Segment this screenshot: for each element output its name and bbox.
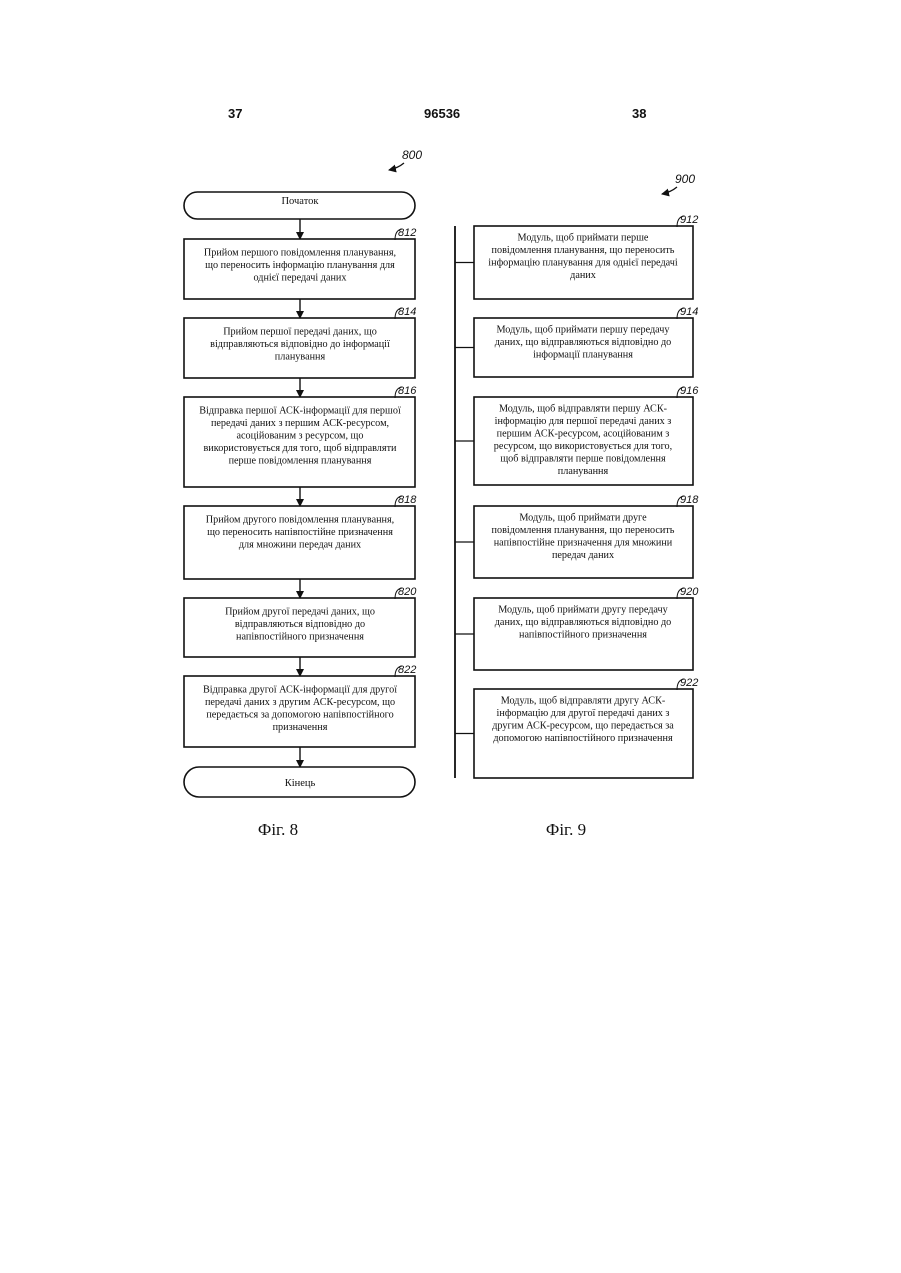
step-ref-label: 816 [398,385,417,397]
step-ref-label: 822 [398,664,416,676]
module-text: Модуль, щоб приймати другу передачу [498,605,668,616]
module-text: напівпостійне призначення для множини [494,538,673,549]
module-text: Модуль, щоб відправляти першу АСК- [499,404,668,415]
step-text: Прийом другого повідомлення планування, [206,515,394,526]
module-text: другим АСК-ресурсом, що передається за [492,721,674,732]
step-text: передачі даних з першим АСК-ресурсом, [211,418,389,429]
module-text: інформацію для першої передачі даних з [495,416,672,427]
step-text: що переносить напівпостійне призначення [207,527,393,538]
step-text: однієї передачі даних [254,273,347,284]
step-text: перше повідомлення планування [229,456,372,467]
step-text: Прийом першої передачі даних, що [223,327,377,338]
module-ref-label: 918 [680,494,699,506]
step-text: що переносить інформацію планування для [205,260,395,271]
module-text: допомогою напівпостійного призначення [493,733,673,744]
end-label: Кінець [285,778,316,789]
module-ref-label: 916 [680,385,699,397]
module-text: даних, що відправляються відповідно до [495,617,672,628]
module-text: ресурсом, що використовується для того, [494,441,672,452]
module-text: повідомлення планування, що переносить [492,245,675,256]
figure-9-caption: Фіг. 9 [546,820,586,839]
step-text: використовується для того, щоб відправля… [204,443,398,454]
module-text: щоб відправляти перше повідомлення [500,454,666,465]
step-ref-label: 818 [398,494,417,506]
step-text: для множини передач даних [239,540,361,551]
module-ref-label: 914 [680,306,698,318]
step-text: асоційованим з ресурсом, що [237,431,364,442]
module-text: Модуль, щоб приймати друге [519,513,647,524]
figure-9-ref: 900 [675,172,695,186]
step-text: Відправка другої АСК-інформації для друг… [203,685,397,696]
figure-8-caption: Фіг. 8 [258,820,298,839]
module-text: даних, що відправляються відповідно до [495,337,672,348]
module-ref-label: 920 [680,586,699,598]
figure-8-flowchart: 800Початок 812Прийом першого повідомлення… [184,148,422,839]
step-ref-label: 814 [398,306,416,318]
module-text: першим АСК-ресурсом, асоційованим з [497,429,670,440]
step-text: призначення [273,722,328,733]
module-text: передач даних [552,550,614,561]
module-text: Модуль, щоб приймати першу передачу [497,325,671,336]
step-text: передається за допомогою напівпостійного [206,710,393,721]
module-text: інформацію планування для однієї передач… [488,258,678,269]
module-text: даних [570,270,596,281]
step-text: планування [275,352,326,363]
step-ref-label: 812 [398,227,416,239]
step-text: Відправка першої АСК-інформації для перш… [199,406,401,417]
step-text: відправляються відповідно до [235,619,365,630]
module-text: інформацію для другої передачі даних з [497,708,670,719]
figure-9-block-diagram: 900912Модуль, щоб приймати першеповідомл… [455,172,699,839]
step-text: Прийом другої передачі даних, що [225,607,375,618]
module-text: Модуль, щоб відправляти другу АСК- [501,696,666,707]
step-text: відправляються відповідно до інформації [210,339,390,350]
module-text: планування [558,466,609,477]
module-ref-label: 912 [680,214,698,226]
figure-8-ref: 800 [402,148,422,162]
module-text: напівпостійного призначення [519,630,647,641]
figure-9-ref-arrow [662,187,677,194]
step-text: напівпостійного призначення [236,632,364,643]
step-text: Прийом першого повідомлення планування, [204,248,396,259]
step-ref-label: 820 [398,586,417,598]
figure-8-ref-arrow [389,163,404,170]
start-label: Початок [281,196,319,207]
module-text: повідомлення планування, що переносить [492,525,675,536]
step-text: передачі даних з другим АСК-ресурсом, що [205,697,395,708]
module-text: Модуль, щоб приймати перше [518,233,649,244]
module-ref-label: 922 [680,677,698,689]
module-text: інформації планування [533,350,633,361]
